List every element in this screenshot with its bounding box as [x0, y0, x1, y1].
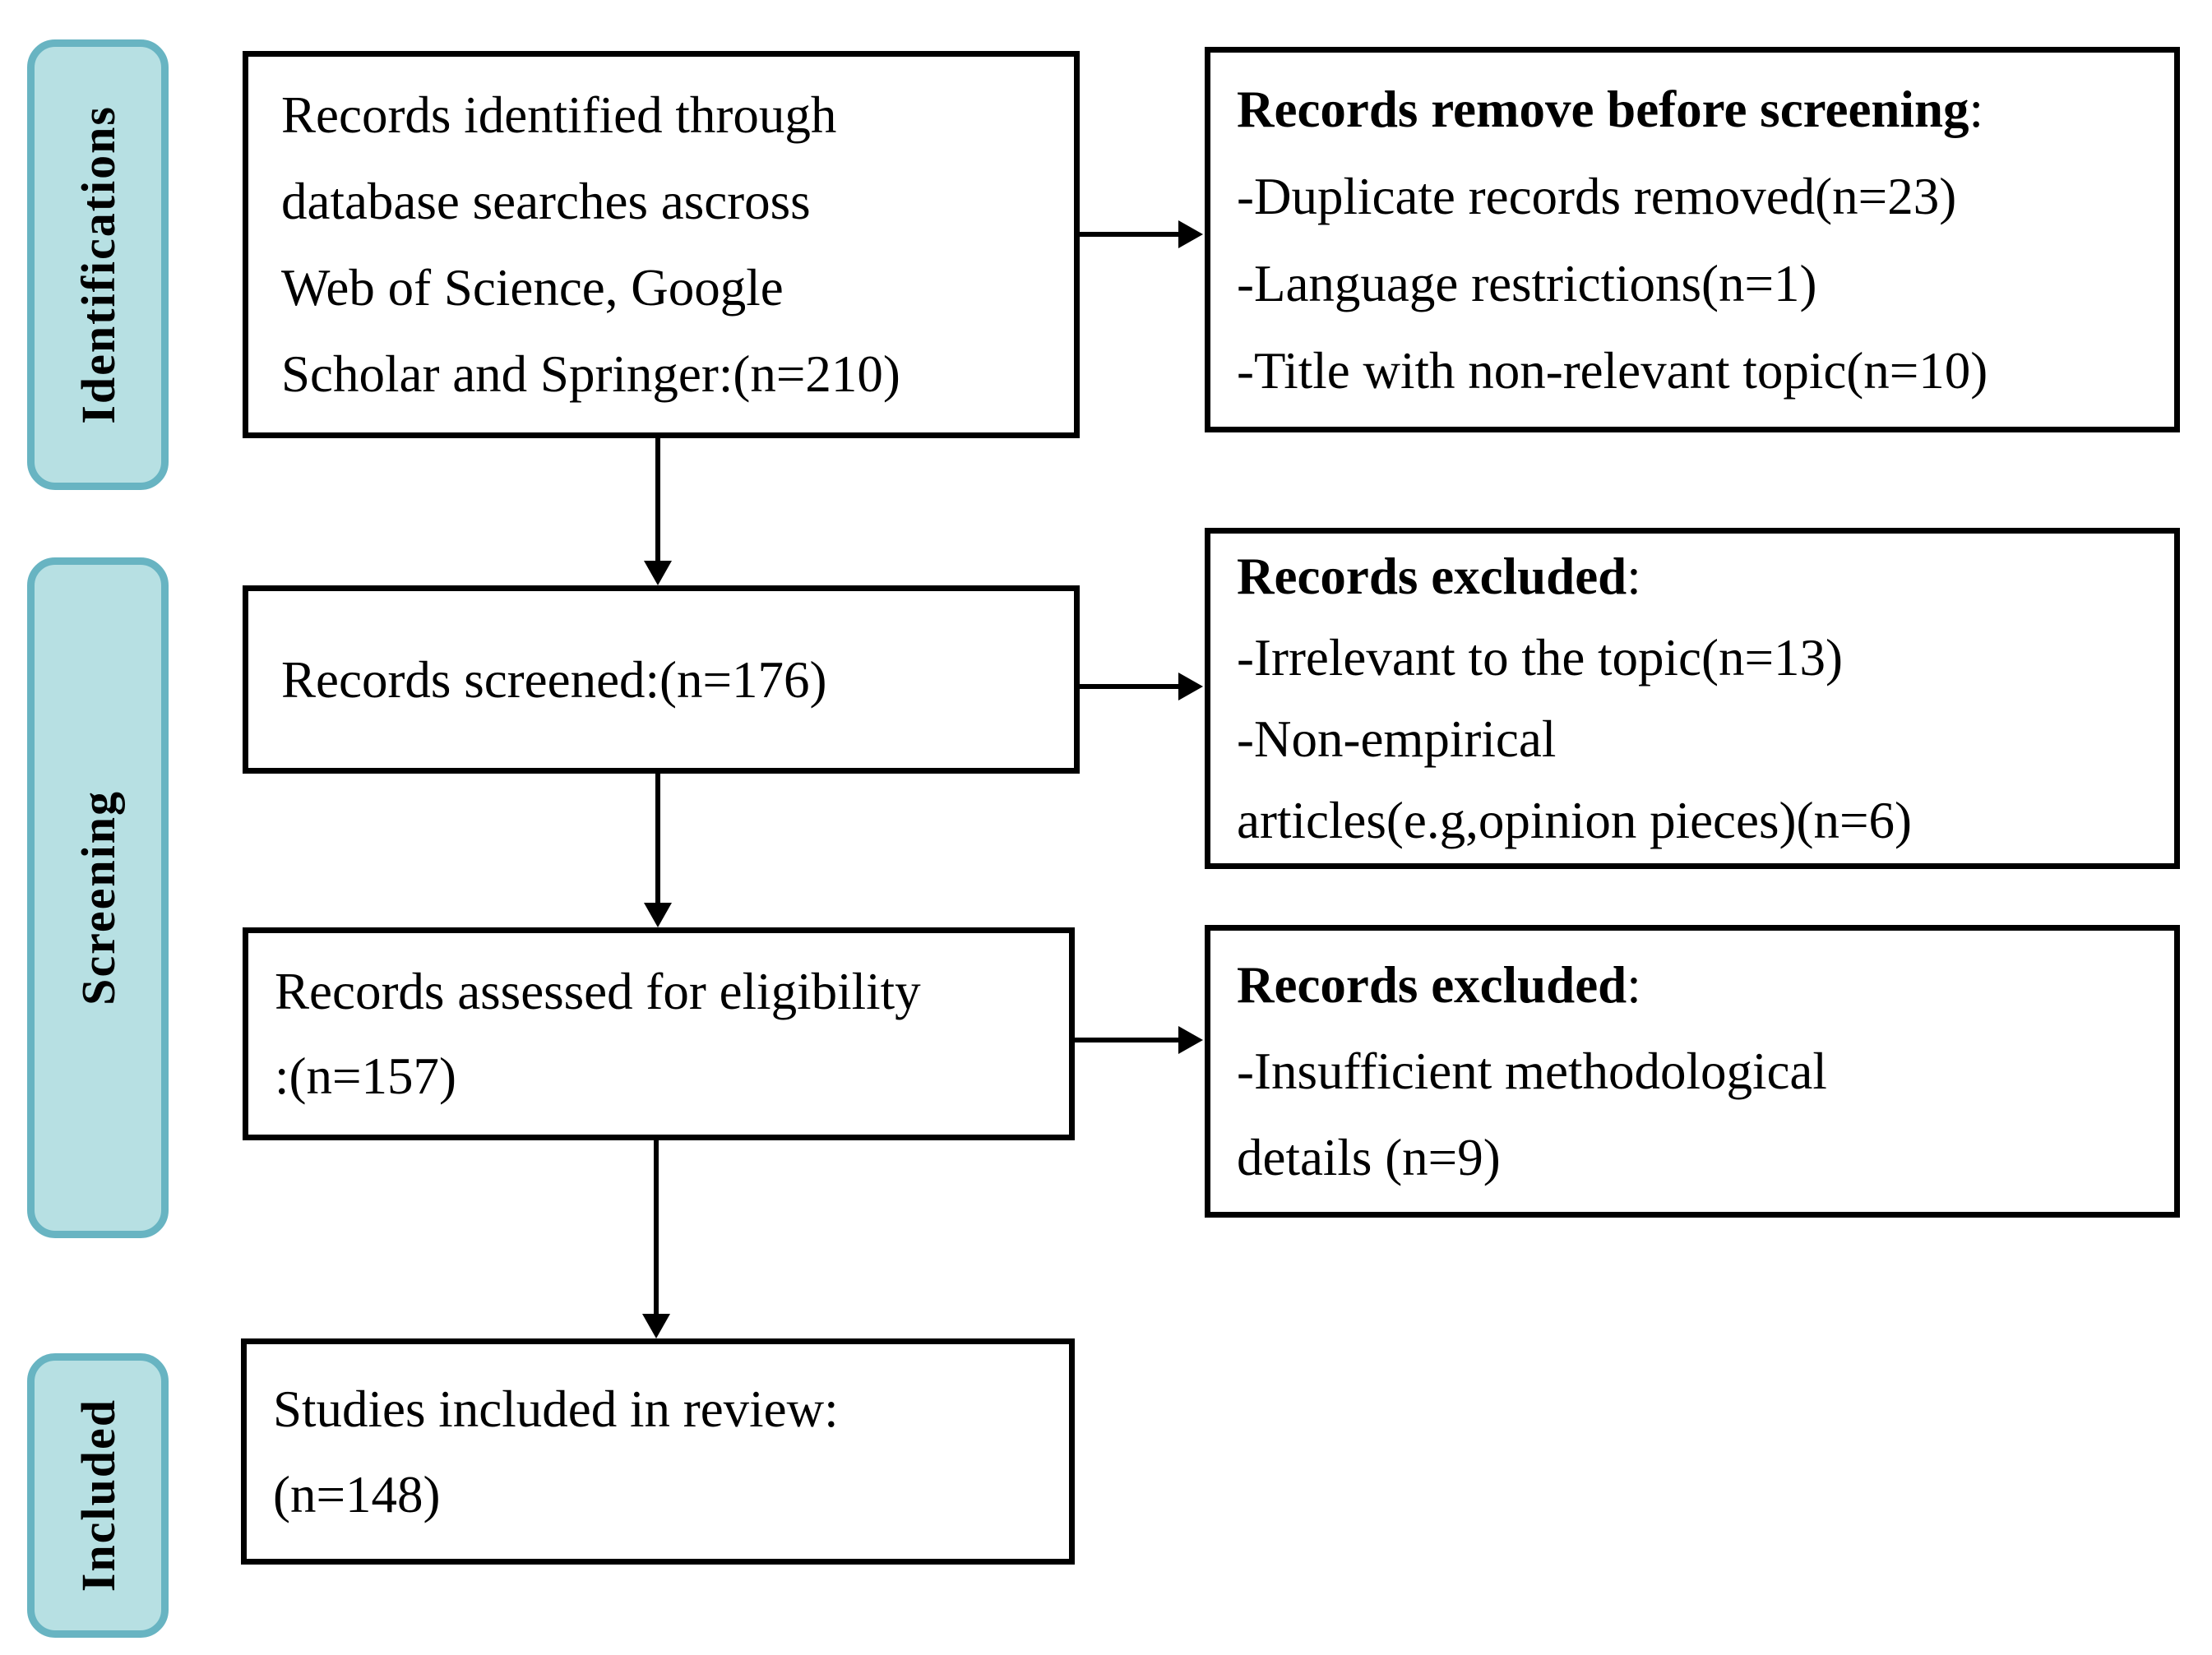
exclusion-box-before-screening: Records remove before screening: -Duplic…: [1205, 47, 2180, 432]
flow-box-records-assessed-line: Records assessed for eligibility: [275, 962, 921, 1020]
flow-box-records-screened: Records screened:(n=176): [243, 585, 1080, 774]
stage-screening: Screening: [27, 557, 169, 1238]
stage-screening-label: Screening: [71, 790, 125, 1005]
arrow-line: [1080, 232, 1180, 237]
flow-box-records-screened-line: Records screened:(n=176): [281, 650, 827, 709]
flow-box-studies-included-line: (n=148): [273, 1465, 441, 1523]
flow-box-records-identified-line: Web of Science, Google: [281, 258, 784, 317]
arrow-line: [655, 438, 660, 563]
arrow-head: [1178, 220, 1203, 248]
arrow-head: [644, 561, 672, 585]
arrow-line: [1080, 684, 1180, 689]
flow-box-studies-included-line: Studies included in review:: [273, 1380, 839, 1438]
stage-included: Included: [27, 1353, 169, 1638]
exclusion-box-screening-line: articles(e.g,opinion pieces)(n=6): [1237, 791, 1912, 849]
flow-box-records-identified-line: Records identified through: [281, 86, 837, 144]
arrow-head: [1178, 1026, 1203, 1054]
exclusion-box-screening: Records excluded: -Irrelevant to the top…: [1205, 528, 2180, 869]
exclusion-box-eligibility-line: -Insufficient methodological: [1237, 1042, 1827, 1100]
arrow-head: [644, 903, 672, 927]
arrow-head: [642, 1314, 670, 1338]
arrow-line: [1075, 1038, 1180, 1042]
exclusion-box-screening-line: -Irrelevant to the topic(n=13): [1237, 628, 1843, 687]
exclusion-box-eligibility-title: Records excluded:: [1237, 955, 1641, 1014]
arrow-line: [655, 774, 660, 905]
stage-identifications-label: Identifications: [71, 105, 125, 424]
flow-box-studies-included: Studies included in review: (n=148): [241, 1338, 1075, 1565]
flow-box-records-identified: Records identified through database sear…: [243, 51, 1080, 438]
stage-identifications: Identifications: [27, 39, 169, 490]
stage-included-label: Included: [71, 1398, 125, 1593]
exclusion-box-screening-title: Records excluded:: [1237, 547, 1641, 605]
exclusion-box-before-screening-line: -Language restrictions(n=1): [1237, 254, 1817, 312]
arrow-head: [1178, 673, 1203, 700]
exclusion-box-eligibility-line: details (n=9): [1237, 1128, 1501, 1186]
flow-box-records-identified-line: Scholar and Springer:(n=210): [281, 344, 900, 403]
flow-box-records-assessed-line: :(n=157): [275, 1047, 456, 1105]
flow-box-records-assessed: Records assessed for eligibility :(n=157…: [243, 927, 1075, 1140]
exclusion-box-before-screening-line: -Title with non-relevant topic(n=10): [1237, 341, 1988, 400]
exclusion-box-eligibility: Records excluded: -Insufficient methodol…: [1205, 925, 2180, 1218]
flow-box-records-identified-line: database searches ascross: [281, 172, 811, 230]
exclusion-box-before-screening-line: -Duplicate records removed(n=23): [1237, 167, 1957, 225]
exclusion-box-before-screening-title: Records remove before screening:: [1237, 80, 1984, 138]
arrow-line: [654, 1140, 659, 1316]
exclusion-box-screening-line: -Non-empirical: [1237, 710, 1557, 768]
